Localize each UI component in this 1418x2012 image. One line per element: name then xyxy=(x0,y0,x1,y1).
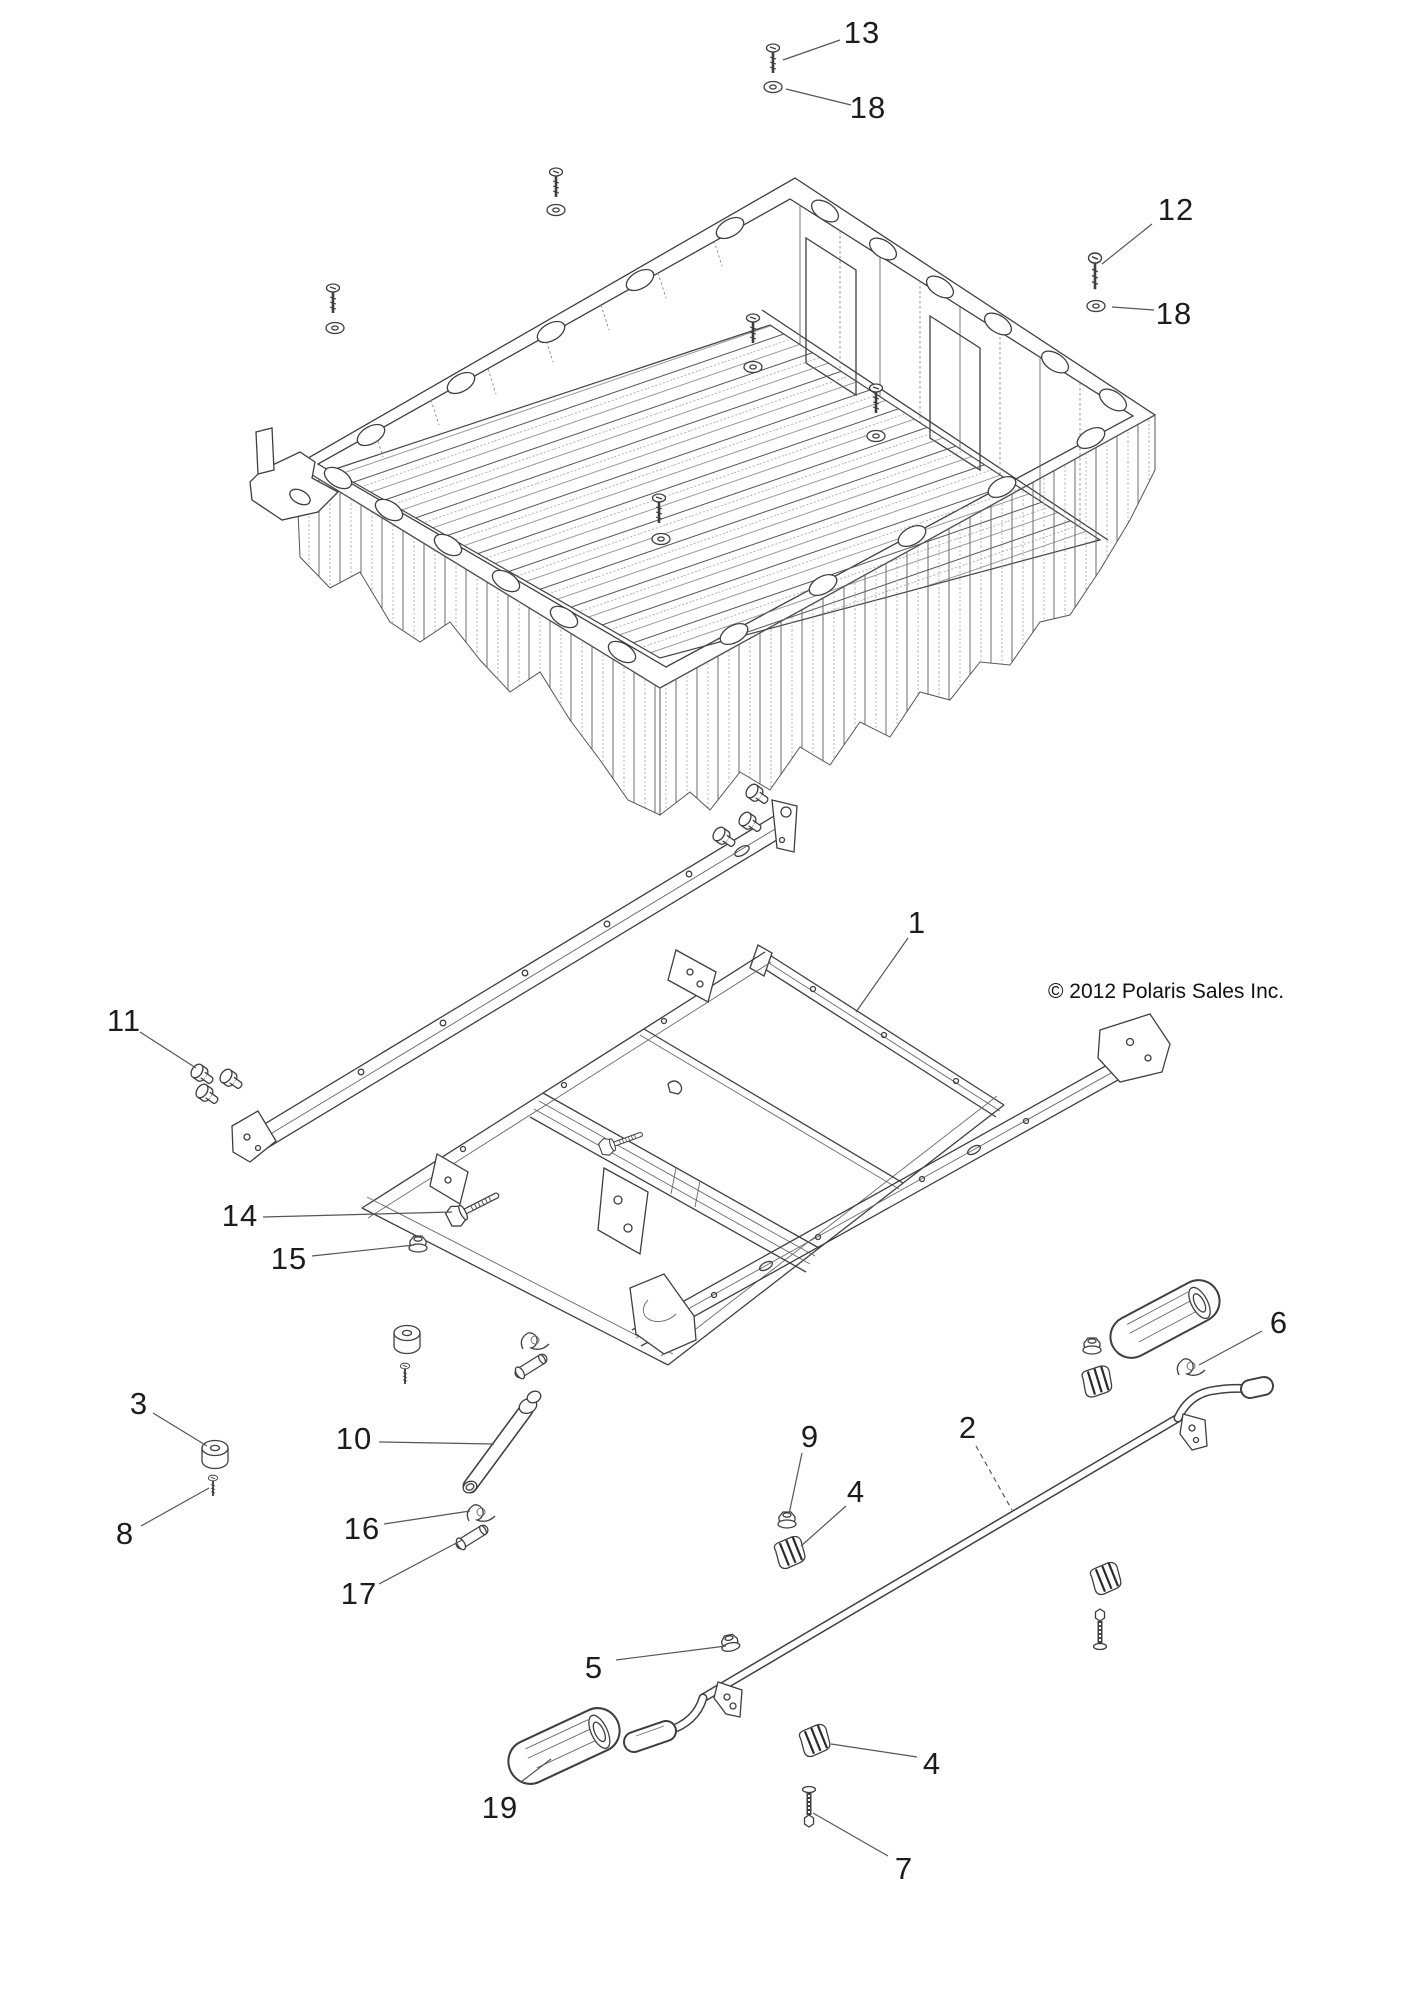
callout-2: 2 xyxy=(958,1410,978,1445)
callout-leader-lines xyxy=(139,39,1263,1857)
copyright-notice: © 2012 Polaris Sales Inc. xyxy=(1048,980,1285,1003)
callout-3: 3 xyxy=(129,1386,149,1421)
callout-16: 16 xyxy=(343,1511,381,1546)
rod-clamp-icon xyxy=(1079,1363,1115,1400)
shoulder-screw-icon xyxy=(709,824,739,852)
screw-icon xyxy=(765,42,781,75)
latch-rod-assembly xyxy=(201,1284,1274,1828)
washer-icon xyxy=(866,429,886,443)
callout-12: 12 xyxy=(1157,192,1195,227)
washer-icon xyxy=(743,360,763,374)
callout-8: 8 xyxy=(115,1516,135,1551)
callout-5: 5 xyxy=(584,1650,604,1685)
box-left-slat-wall xyxy=(295,464,661,816)
shoulder-screw-icon xyxy=(216,1066,246,1094)
support-rod xyxy=(462,1390,542,1494)
latch-rod xyxy=(623,1376,1274,1753)
box-rim-inner xyxy=(316,198,1135,668)
bolt-icon xyxy=(803,1787,816,1828)
callout-10: 10 xyxy=(335,1421,373,1456)
bolt-icon xyxy=(1094,1609,1107,1650)
box-corner-bracket xyxy=(249,427,340,521)
frame-corner-bolts xyxy=(187,1061,246,1109)
callout-19: 19 xyxy=(481,1790,519,1825)
callout-18: 18 xyxy=(1155,296,1193,331)
callout-6: 6 xyxy=(1269,1305,1289,1340)
rod-clamp-icon xyxy=(771,1533,809,1572)
rod-clamp-icon xyxy=(796,1721,834,1760)
callout-18: 18 xyxy=(849,90,887,125)
washer-icon xyxy=(1086,299,1106,313)
screw-icon xyxy=(207,1474,219,1497)
screw-icon xyxy=(399,1362,411,1385)
box-right-slat-wall xyxy=(659,414,1156,817)
flange-nut-icon xyxy=(408,1235,428,1253)
washer-icon xyxy=(651,532,671,546)
shoulder-screw-icon xyxy=(192,1081,222,1109)
callout-4: 4 xyxy=(922,1746,942,1781)
frame-right-rail xyxy=(629,1013,1171,1355)
clevis-pin-icon xyxy=(514,1352,548,1380)
rod-clamp-icon xyxy=(1087,1559,1125,1598)
callout-1: 1 xyxy=(907,905,927,940)
callout-11: 11 xyxy=(106,1003,142,1038)
callout-4: 4 xyxy=(846,1474,866,1509)
callout-15: 15 xyxy=(270,1241,308,1276)
bed-frame-drawing xyxy=(187,781,1171,1366)
cargo-box-drawing xyxy=(249,42,1157,817)
flange-nut-icon xyxy=(777,1511,797,1529)
flange-nut-icon xyxy=(718,1632,742,1654)
bushing-icon xyxy=(393,1324,421,1355)
bolt-icon xyxy=(597,1126,643,1157)
spring-icon xyxy=(520,1332,550,1350)
frame-body xyxy=(361,944,1005,1366)
frame-left-rail xyxy=(231,799,798,1163)
screw-icon xyxy=(548,166,564,199)
washer-icon xyxy=(546,203,566,217)
washer-icon xyxy=(763,80,783,94)
grip-icon xyxy=(1124,1284,1214,1353)
flange-nut-icon xyxy=(1082,1337,1102,1355)
washer-icon xyxy=(325,321,345,335)
spring-icon xyxy=(1176,1358,1206,1376)
spring-icon xyxy=(466,1504,496,1522)
shoulder-screw-icon xyxy=(735,809,765,837)
callout-14: 14 xyxy=(221,1198,259,1233)
callout-17: 17 xyxy=(340,1576,378,1611)
clevis-pin-icon xyxy=(455,1523,489,1551)
callout-9: 9 xyxy=(800,1419,820,1454)
screw-icon xyxy=(325,282,341,315)
screw-icon xyxy=(1086,251,1104,291)
callout-13: 13 xyxy=(843,15,881,50)
callout-7: 7 xyxy=(894,1851,914,1886)
box-rim-holes xyxy=(323,199,1128,664)
